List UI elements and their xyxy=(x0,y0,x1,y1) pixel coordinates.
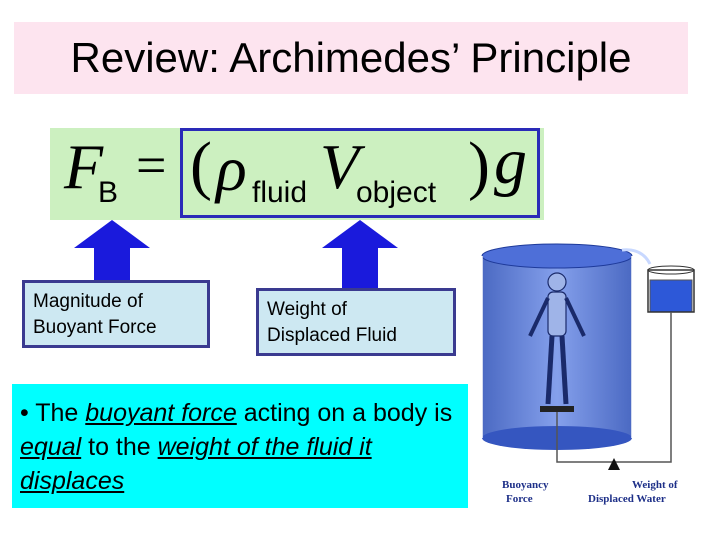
submerged-figure-icon xyxy=(528,272,586,405)
formula-density-subscript: fluid xyxy=(252,176,308,209)
archimedes-illustration: Buoyancy Force Weight of Displaced Water xyxy=(481,243,695,505)
formula-volume-subscript: object xyxy=(356,176,437,209)
connection-wire xyxy=(556,412,622,463)
formula-equals: = xyxy=(136,135,167,195)
summary-buoyant-force: buoyant force xyxy=(85,399,237,427)
summary-bullet: • The xyxy=(20,399,86,427)
balance-pivot-icon xyxy=(608,458,620,470)
formula-volume-symbol: V xyxy=(320,131,360,202)
summary-text-2: to the xyxy=(81,433,158,461)
illustration-left-label-2: Force xyxy=(506,493,533,505)
buoyant-label-line1: Magnitude of xyxy=(33,291,143,312)
formula-right-paren: ) xyxy=(468,129,490,202)
scale-platform xyxy=(540,406,574,412)
formula-force-symbol: F xyxy=(64,131,104,202)
summary-text-1: acting on a body is xyxy=(236,399,453,427)
title-banner: Review: Archimedes’ Principle xyxy=(14,22,688,94)
buoyant-label-line2: Buoyant Force xyxy=(33,317,157,338)
slide-title: Review: Archimedes’ Principle xyxy=(70,34,632,81)
buoyant-force-label: Magnitude of Buoyant Force xyxy=(22,280,210,348)
buoyant-force-arrow xyxy=(74,220,150,280)
formula-density-symbol: ρ xyxy=(216,133,247,204)
formula-left-paren: ( xyxy=(190,129,212,202)
displaced-fluid-term-frame xyxy=(180,128,540,218)
summary-equal: equal xyxy=(20,433,82,461)
formula-force-subscript: B xyxy=(98,176,119,209)
weight-label-line2: Displaced Fluid xyxy=(267,325,397,346)
illustration-right-label-2: Displaced Water xyxy=(588,493,666,505)
principle-summary: • The buoyant force acting on a body is … xyxy=(12,384,468,508)
illustration-right-label-1: Weight of xyxy=(632,479,678,491)
weight-label-line1: Weight of xyxy=(267,299,347,320)
summary-weight-displaced: weight of the fluid it displaces xyxy=(20,433,372,495)
overflow-stream xyxy=(621,248,652,265)
illustration-left-label-1: Buoyancy xyxy=(502,479,549,491)
displaced-fluid-label: Weight of Displaced Fluid xyxy=(256,288,456,356)
formula-gravity-symbol: g xyxy=(494,125,527,198)
formula-background xyxy=(50,128,544,220)
connection-wire-right xyxy=(622,312,672,463)
overflow-beaker xyxy=(647,265,695,313)
displaced-fluid-arrow xyxy=(322,220,398,290)
